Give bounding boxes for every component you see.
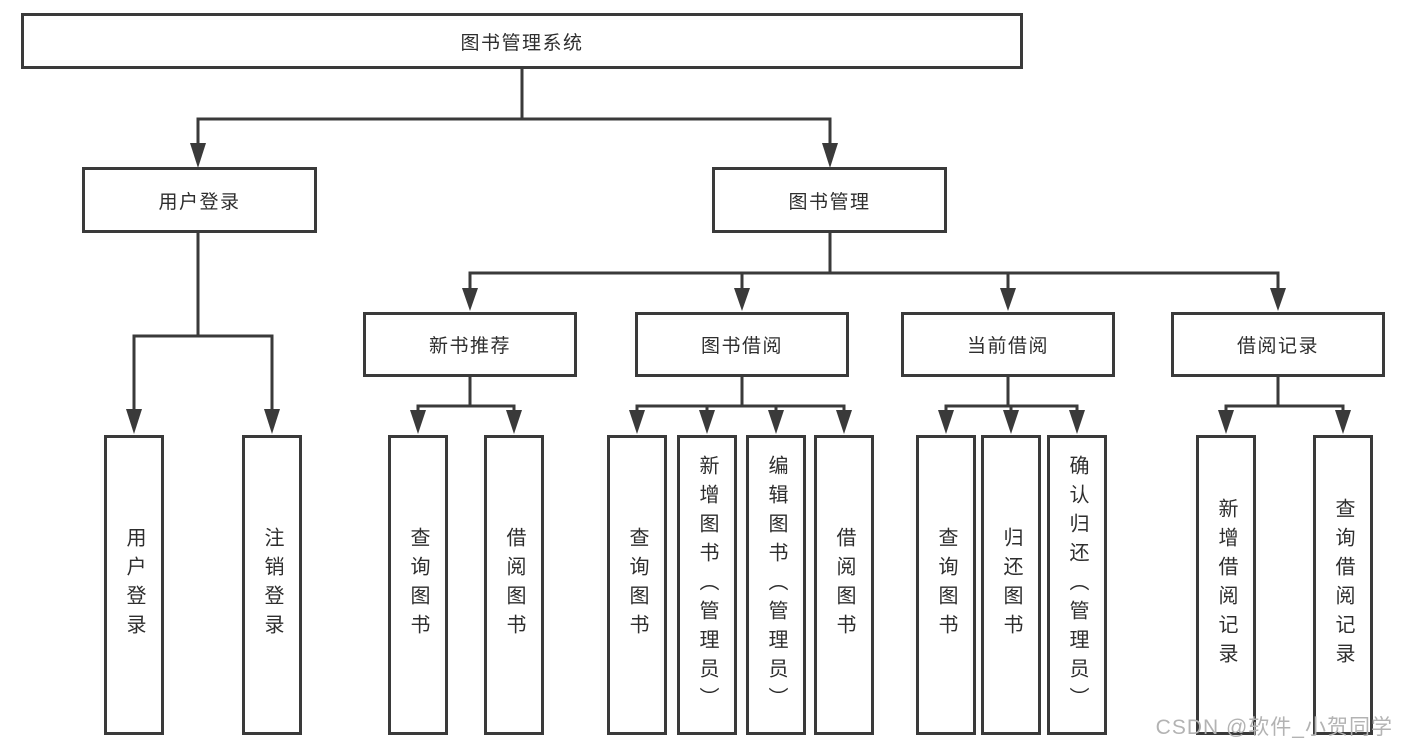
node-user-login: 用户登录 [82,167,317,233]
leaf-add-books-admin: 新增图书（管理员） [677,435,737,735]
leaf-edit-books-admin: 编辑图书（管理员） [746,435,806,735]
leaf-query-borrow-record: 查询借阅记录 [1313,435,1373,735]
tree-edges [132,69,1345,412]
node-book-management: 图书管理 [712,167,947,233]
node-new-book-recommend: 新书推荐 [363,312,577,377]
leaf-query-books-3: 查询图书 [916,435,976,735]
node-current-borrow: 当前借阅 [901,312,1115,377]
leaf-query-books-1: 查询图书 [388,435,448,735]
arrowheads [126,143,1351,434]
leaf-logout: 注销登录 [242,435,302,735]
leaf-user-login: 用户登录 [104,435,164,735]
leaf-confirm-return-admin: 确认归还（管理员） [1047,435,1107,735]
leaf-borrow-books-1: 借阅图书 [484,435,544,735]
node-borrow-records: 借阅记录 [1171,312,1385,377]
node-book-borrow: 图书借阅 [635,312,849,377]
leaf-query-books-2: 查询图书 [607,435,667,735]
leaf-borrow-books-2: 借阅图书 [814,435,874,735]
leaf-return-books: 归还图书 [981,435,1041,735]
csdn-watermark: CSDN @软件_小贺同学 [1155,716,1393,739]
leaf-add-borrow-record: 新增借阅记录 [1196,435,1256,735]
node-root-system: 图书管理系统 [21,13,1023,69]
